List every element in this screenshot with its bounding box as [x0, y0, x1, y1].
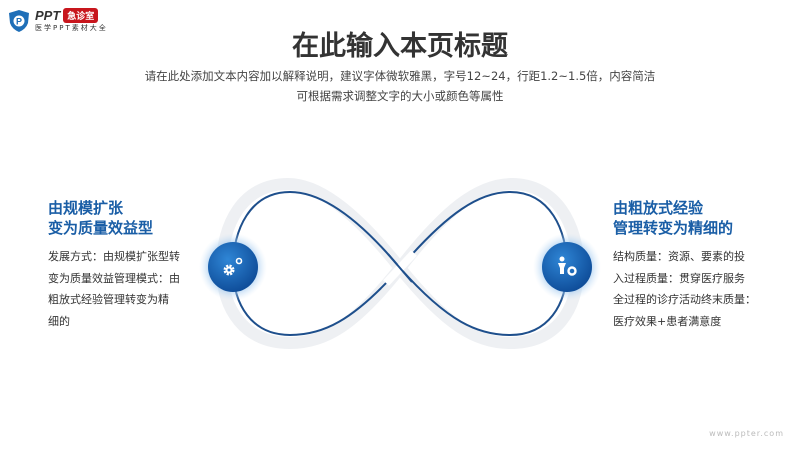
watermark: www.ppter.com — [709, 429, 784, 438]
body-line: 全过程的诊疗活动终末质量： — [613, 293, 756, 306]
heading-line: 管理转变为精细的 — [613, 219, 734, 237]
subtitle-line: 可根据需求调整文字的大小或颜色等属性 — [296, 89, 504, 103]
right-body: 结构质量：资源、要素的投 入过程质量：贯穿医疗服务 全过程的诊疗活动终末质量： … — [613, 246, 773, 332]
subtitle-line: 请在此处添加文本内容加以解释说明，建议字体微软雅黑，字号12~24，行距1.2~… — [144, 69, 656, 83]
body-line: 发展方式：由规模扩张型转 — [48, 250, 180, 263]
person-gear-icon — [558, 256, 577, 276]
heading-line: 变为质量效益型 — [48, 219, 154, 237]
shield-logo-icon: P — [9, 9, 29, 32]
body-line: 粗放式经验管理转变为精 — [48, 293, 169, 306]
left-body: 发展方式：由规模扩张型转 变为质量效益管理模式：由 粗放式经验管理转变为精 细的 — [48, 246, 208, 332]
logo-tagline: 医学PPT素材大全 — [35, 24, 108, 32]
gears-icon — [223, 257, 243, 276]
logo: P PPT 急诊室 医学PPT素材大全 — [8, 8, 108, 33]
body-line: 变为质量效益管理模式：由 — [48, 271, 180, 285]
left-heading: 由规模扩张 变为质量效益型 — [48, 198, 208, 238]
right-node — [533, 233, 601, 301]
body-line: 入过程质量：贯穿医疗服务 — [613, 271, 745, 285]
heading-line: 由粗放式经验 — [613, 199, 704, 217]
logo-badge: 急诊室 — [63, 8, 99, 23]
body-line: 细的 — [48, 314, 70, 328]
heading-line: 由规模扩张 — [48, 199, 124, 217]
body-line: 结构质量：资源、要素的投 — [613, 250, 745, 263]
svg-text:P: P — [16, 16, 22, 26]
logo-brand: PPT — [35, 8, 61, 23]
body-line: 医疗效果+患者满意度 — [613, 314, 722, 328]
page-title: 在此输入本页标题 — [292, 31, 508, 62]
left-node — [199, 233, 267, 301]
right-text-block: 由粗放式经验 管理转变为精细的 结构质量：资源、要素的投 入过程质量：贯穿医疗服… — [613, 198, 773, 332]
left-text-block: 由规模扩张 变为质量效益型 发展方式：由规模扩张型转 变为质量效益管理模式：由 … — [48, 198, 208, 332]
right-heading: 由粗放式经验 管理转变为精细的 — [613, 198, 773, 238]
page-subtitle: 请在此处添加文本内容加以解释说明，建议字体微软雅黑，字号12~24，行距1.2~… — [0, 66, 800, 106]
